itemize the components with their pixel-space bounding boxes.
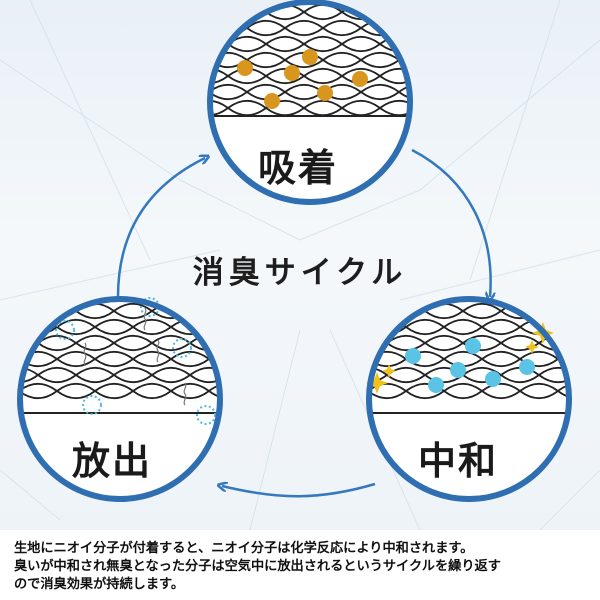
released-molecules [55, 297, 216, 425]
label-release: 放出 [72, 439, 153, 483]
label-neutralize: 中和 [418, 439, 499, 483]
diagram-title: 消臭サイクル [192, 255, 408, 291]
arrow-neutralize-to-release [222, 484, 376, 498]
cycle-diagram [0, 0, 600, 530]
caption-line-1: 生地にニオイ分子が付着すると、ニオイ分子は化学反応により中和されます。 [14, 541, 474, 556]
odor-wisps [83, 307, 187, 406]
arrow-release-to-adsorb [116, 158, 205, 298]
caption-text: 生地にニオイ分子が付着すると、ニオイ分子は化学反応により中和されます。 臭いが中… [14, 540, 590, 594]
diagram-background: 吸着 中和 放出 消臭サイクル [0, 0, 600, 530]
node-release [17, 296, 223, 502]
label-adsorb: 吸着 [258, 146, 339, 190]
caption-line-3: ので消臭効果が持続します。 [14, 577, 185, 592]
node-adsorb [207, 0, 413, 205]
network-lines [0, 0, 600, 530]
fabric-pattern [20, 302, 220, 414]
neutral-molecules [405, 338, 535, 393]
arrow-adsorb-to-neutralize [411, 148, 491, 297]
odor-molecules [237, 49, 368, 109]
caption-line-2: 臭いが中和され無臭となった分子は空気中に放出されるというサイクルを繰り返す [14, 559, 501, 574]
